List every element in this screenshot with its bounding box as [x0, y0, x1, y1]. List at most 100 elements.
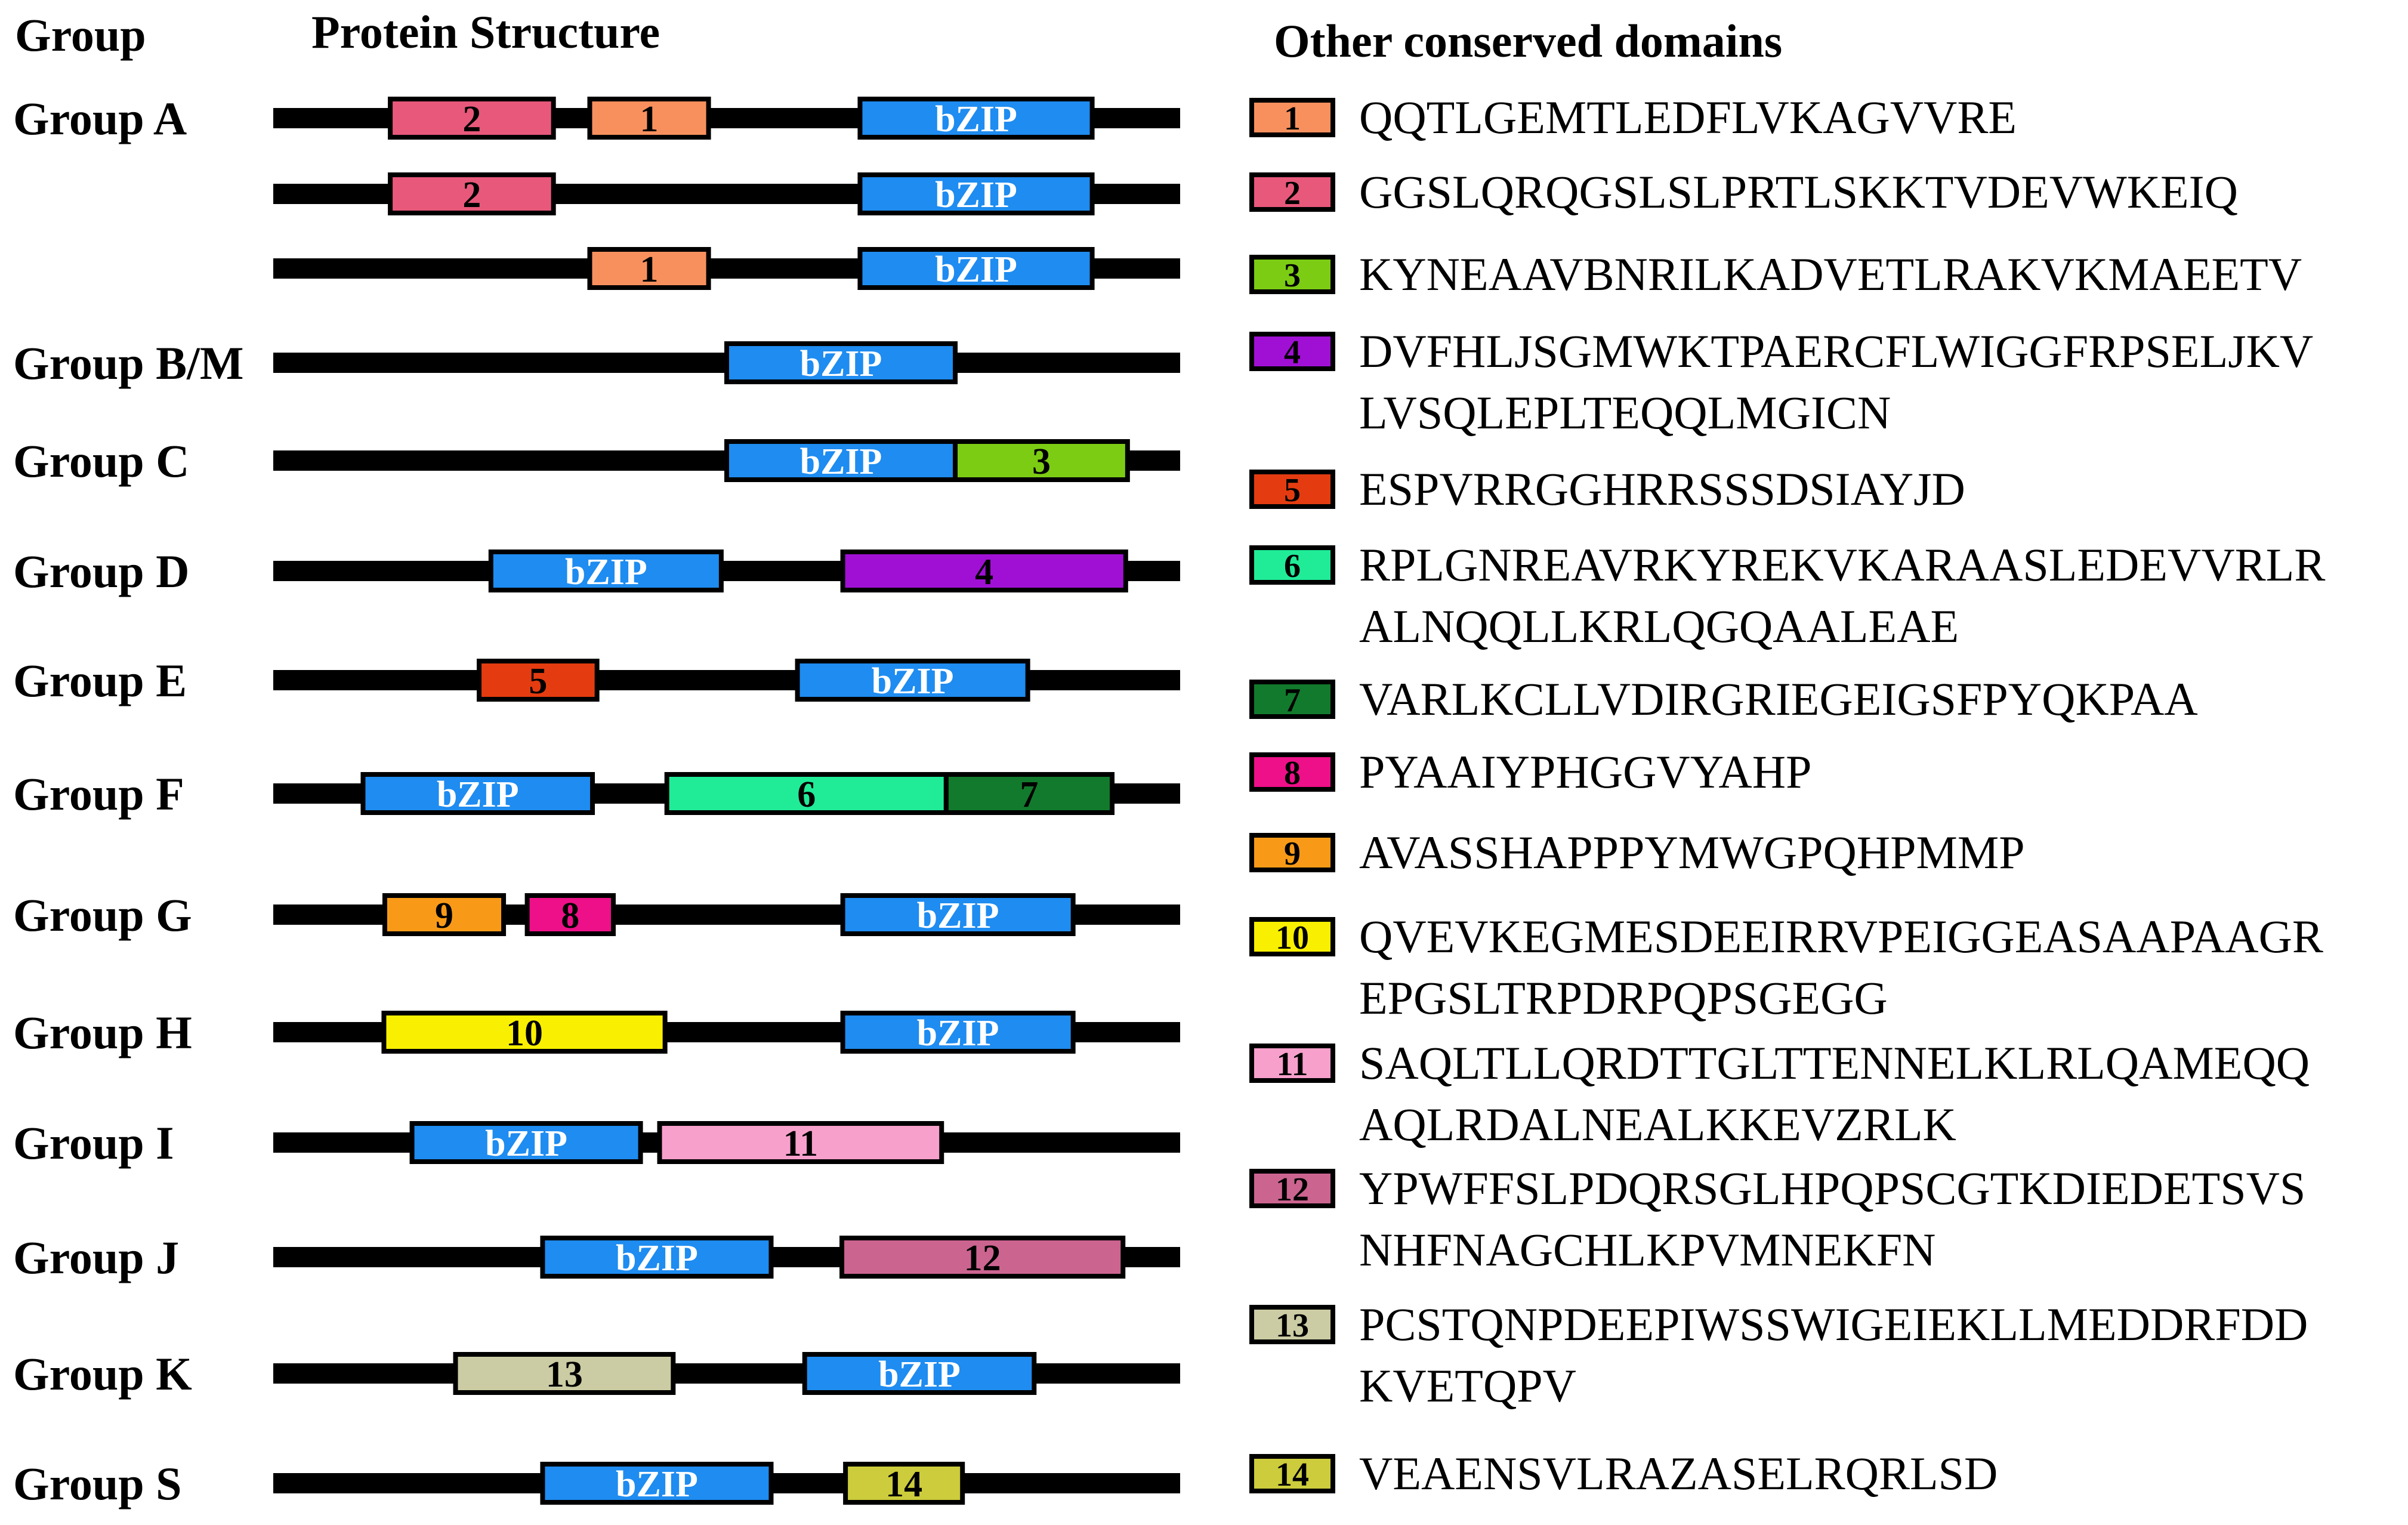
domain-label: 6: [797, 774, 816, 815]
group-label: Group C: [13, 435, 189, 487]
bzip-domain-box: [795, 659, 1030, 702]
legend-sequence: LVSQLEPLTEQQLMGICN: [1359, 387, 1891, 439]
legend-sequence: QVEVKEGMESDEEIRRVPEIGGEASAAPAAGR: [1359, 910, 2323, 962]
domain-box-6: [664, 772, 949, 815]
legend-sequence: ALNQQLLKRLQGQAALEAE: [1359, 600, 1959, 652]
domain-label: bZIP: [935, 175, 1017, 215]
legend-item: 14 VEAENSVLRAZASELRQRLSD: [1249, 1447, 1998, 1499]
header-other-conserved-domains: Other conserved domains: [1274, 15, 1782, 67]
legend-sequence: EPGSLTRPDRPQPSGEGG: [1359, 972, 1888, 1024]
protein-backbone: [273, 670, 1180, 690]
domain-label: bZIP: [800, 442, 882, 482]
legend-swatch: [1249, 917, 1335, 956]
header-group: Group: [15, 9, 146, 61]
domain-label: 13: [546, 1354, 583, 1395]
bzip-domain-box: [488, 550, 724, 592]
domain-label: bZIP: [917, 1013, 999, 1054]
domain-label: 12: [964, 1238, 1001, 1279]
group-label: Group A: [13, 92, 187, 144]
bzip-domain-box: [802, 1352, 1037, 1395]
protein-row: Group H 10 bZIP: [13, 1007, 1180, 1058]
legend-swatch: [1249, 545, 1335, 585]
domain-box-2: [388, 172, 556, 215]
domain-label: bZIP: [485, 1123, 567, 1164]
legend-number: 13: [1276, 1307, 1309, 1344]
domain-box-9: [382, 893, 507, 936]
legend-number: 7: [1284, 682, 1301, 719]
domain-label: 8: [561, 896, 579, 936]
legend-swatch: [1249, 470, 1335, 509]
group-label: Group F: [13, 768, 184, 820]
bzip-domain-box: [857, 172, 1095, 215]
legend-sequence: RPLGNREAVRKYREKVKARAASLEDEVVRLR: [1359, 539, 2325, 591]
legend-sequence: SAQLTLLQRDTTGLTTENNELKLRLQAMEQQ: [1359, 1037, 2310, 1089]
domain-box-10: [381, 1011, 668, 1054]
domain-label: bZIP: [872, 661, 954, 702]
legend-sequence: AVASSHAPPPYMWGPQHPMMP: [1359, 826, 2025, 878]
legend-swatch: [1249, 1169, 1335, 1208]
group-label: Group H: [13, 1007, 192, 1058]
bzip-domain-box: [857, 247, 1095, 290]
domain-label: 4: [975, 552, 993, 592]
legend-item: 9 AVASSHAPPPYMWGPQHPMMP: [1249, 826, 2025, 878]
domain-box-4: [840, 550, 1128, 592]
legend-sequence: PYAAIYPHGGVYAHP: [1359, 746, 1811, 798]
legend-number: 8: [1284, 755, 1301, 792]
legend-item: 10 QVEVKEGMESDEEIRRVPEIGGEASAAPAAGR EPGSLT…: [1249, 910, 2323, 1024]
legend-number: 9: [1284, 835, 1301, 872]
legend-swatch: [1249, 332, 1335, 371]
domain-label: 1: [640, 99, 659, 140]
domain-label: 14: [885, 1464, 922, 1505]
domain-box-1: [587, 247, 711, 290]
legend-number: 10: [1276, 919, 1309, 956]
legend-sequence: VEAENSVLRAZASELRQRLSD: [1359, 1447, 1998, 1499]
domain-box-1: [587, 97, 711, 140]
header-protein-structure: Protein Structure: [311, 6, 660, 58]
domain-box-8: [524, 893, 616, 936]
legend-number: 12: [1276, 1171, 1309, 1208]
legend-swatch: [1249, 1305, 1335, 1344]
legend-sequence: ESPVRRGGHRRSSSDSIAYJD: [1359, 463, 1965, 515]
domain-label: bZIP: [935, 99, 1017, 140]
legend-swatch: [1249, 752, 1335, 792]
legend-number: 14: [1276, 1456, 1309, 1493]
domain-label: 1: [640, 249, 659, 290]
legend-swatch: [1249, 172, 1335, 212]
domain-label: 10: [506, 1013, 543, 1054]
group-label: Group S: [13, 1458, 182, 1509]
domain-label: bZIP: [935, 249, 1017, 290]
legend-sequence: AQLRDALNEALKKEVZRLK: [1359, 1098, 1956, 1150]
domain-label: 5: [529, 661, 547, 702]
domain-label: bZIP: [616, 1238, 698, 1279]
legend-item: 8 PYAAIYPHGGVYAHP: [1249, 746, 1811, 798]
legend-number: 2: [1284, 175, 1301, 212]
bzip-domain-box: [840, 1011, 1076, 1054]
bzip-domain-box: [840, 893, 1076, 936]
domain-label: 2: [462, 175, 481, 215]
group-label: Group G: [13, 889, 192, 941]
legend-swatch: [1249, 680, 1335, 719]
legend-sequence: KYNEAAVBNRILKADVETLRAKVKMAEETV: [1359, 248, 2302, 300]
legend-sequence: QQTLGEMTLEDFLVKAGVVRE: [1359, 91, 2017, 143]
protein-row: 1 bZIP: [273, 247, 1180, 290]
legend-number: 4: [1284, 334, 1301, 371]
legend-sequence: YPWFFSLPDQRSGLHPQPSCGTKDIEDETSVS: [1359, 1162, 2305, 1214]
legend-swatch: [1249, 1044, 1335, 1083]
